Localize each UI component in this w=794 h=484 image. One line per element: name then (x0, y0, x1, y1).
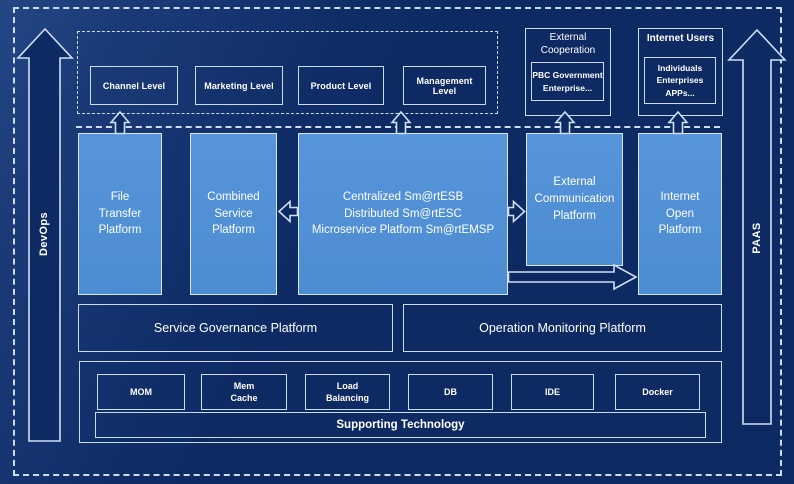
box-supporting-technology-bar: Supporting Technology (95, 412, 706, 438)
supporting-technology-label: Supporting Technology (336, 419, 465, 431)
box-combined-service-platform: Combined Service Platform (190, 133, 277, 295)
flow-arrow-left-to-combined (277, 199, 299, 224)
box-tech-load-balancing: Load Balancing (305, 374, 390, 410)
paas-rail-label: PAAS (751, 222, 763, 254)
box-management-level: Management Level (403, 66, 486, 105)
internet-open-platform-label: Internet Open Platform (658, 190, 702, 237)
internet-users-members: Individuals Enterprises APPs... (656, 63, 704, 98)
box-marketing-level: Marketing Level (195, 66, 283, 105)
tech-load-balancing-label: Load Balancing (325, 380, 369, 403)
box-individuals-enterprises-apps: Individuals Enterprises APPs... (644, 57, 716, 104)
box-external-cooperation: External Cooperation PBC Government Ente… (525, 28, 611, 116)
supporting-technology-container (79, 361, 722, 443)
file-transfer-platform-label: File Transfer Platform (98, 190, 142, 237)
up-arrow-external-communication (554, 110, 576, 135)
box-central-esb-platform: Centralized Sm@rtESB Distributed Sm@rtES… (298, 133, 508, 295)
external-cooperation-title: External Cooperation (540, 32, 596, 56)
internet-users-title: Internet Users (646, 33, 715, 44)
operation-monitoring-platform-label: Operation Monitoring Platform (479, 321, 646, 335)
devops-rail-label: DevOps (38, 212, 50, 256)
service-governance-platform-label: Service Governance Platform (153, 321, 318, 335)
flow-arrow-right-to-external-comm (507, 199, 526, 224)
channel-level-label: Channel Level (102, 80, 166, 91)
marketing-level-label: Marketing Level (204, 80, 274, 91)
flow-arrow-long-to-internet-open (507, 263, 638, 291)
box-file-transfer-platform: File Transfer Platform (78, 133, 162, 295)
levels-dashed-container (77, 31, 498, 114)
box-channel-level: Channel Level (90, 66, 178, 105)
box-service-governance-platform: Service Governance Platform (78, 304, 393, 352)
central-esb-platform-label: Centralized Sm@rtESB Distributed Sm@rtES… (311, 190, 495, 237)
box-operation-monitoring-platform: Operation Monitoring Platform (403, 304, 722, 352)
box-internet-open-platform: Internet Open Platform (638, 133, 722, 295)
box-external-communication-platform: External Communication Platform (526, 133, 623, 266)
box-tech-ide: IDE (511, 374, 594, 410)
tech-mem-cache-label: Mem Cache (230, 380, 258, 403)
box-tech-mom: MOM (97, 374, 185, 410)
external-cooperation-members: PBC Government Enterprise... (532, 70, 603, 93)
box-tech-docker: Docker (615, 374, 700, 410)
box-product-level: Product Level (298, 66, 384, 105)
box-tech-db: DB (408, 374, 493, 410)
tech-docker-label: Docker (642, 386, 673, 397)
external-communication-platform-label: External Communication Platform (534, 176, 615, 222)
box-pbc-government-enterprise: PBC Government Enterprise... (531, 62, 604, 101)
combined-service-platform-label: Combined Service Platform (207, 190, 260, 237)
management-level-label: Management Level (416, 75, 473, 96)
product-level-label: Product Level (310, 80, 372, 91)
tech-ide-label: IDE (544, 386, 560, 397)
outer-dashed-frame (13, 7, 782, 476)
box-tech-mem-cache: Mem Cache (201, 374, 287, 410)
up-arrow-internet-open (667, 110, 689, 135)
devops-up-arrow (16, 27, 74, 442)
tech-mom-label: MOM (130, 386, 152, 397)
paas-up-arrow (727, 28, 787, 425)
up-arrow-central (390, 110, 412, 135)
tech-db-label: DB (444, 386, 457, 397)
up-arrow-file-transfer (109, 110, 131, 135)
